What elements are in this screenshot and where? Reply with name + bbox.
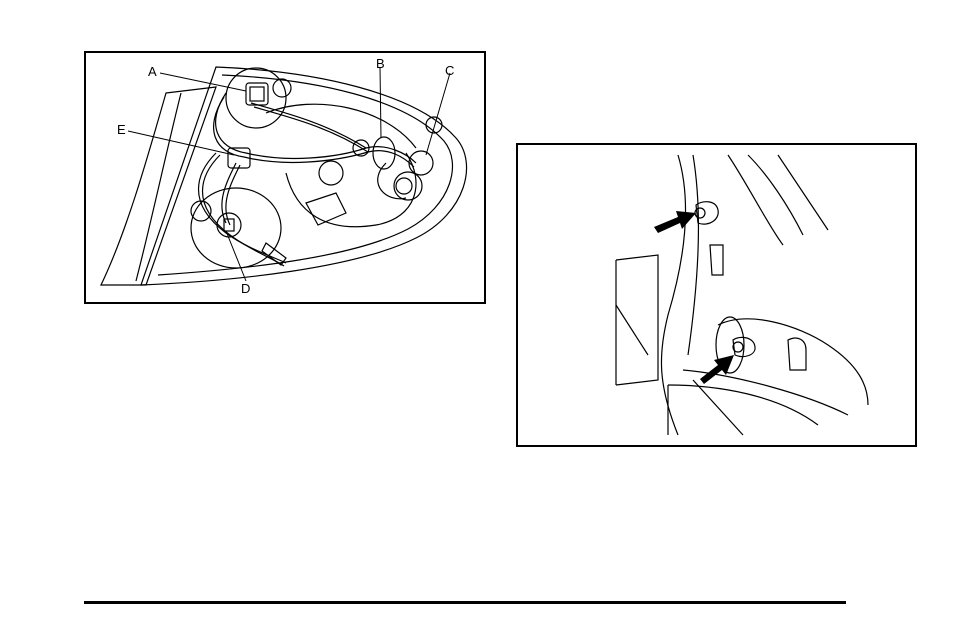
tail-lamp-illustration: A B C D E <box>84 51 486 304</box>
trunk-panel-drawing <box>518 145 915 445</box>
arrow-upper-icon <box>654 211 696 233</box>
trunk-panel-illustration <box>516 143 917 447</box>
callout-a: A <box>148 65 157 78</box>
callout-d: D <box>241 282 250 295</box>
callout-e: E <box>117 123 126 136</box>
tail-lamp-drawing <box>86 53 484 302</box>
page-footer-rule <box>84 601 846 604</box>
callout-c: C <box>445 64 454 77</box>
arrow-lower-icon <box>700 355 734 384</box>
callout-b: B <box>376 57 385 70</box>
